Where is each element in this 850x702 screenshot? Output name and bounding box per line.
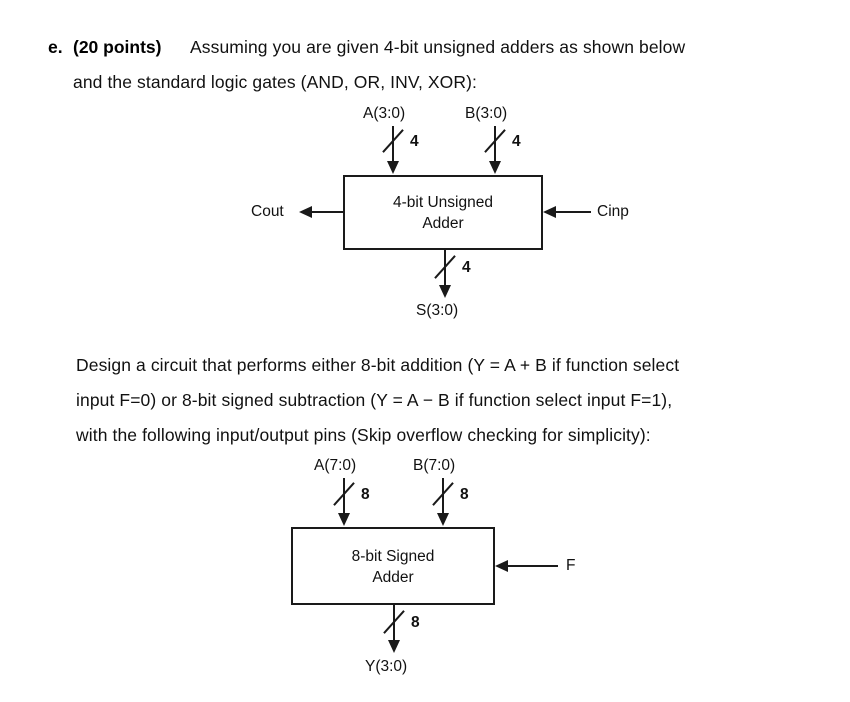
arrow-input-cinp [543,206,556,218]
wire-output-s [444,250,446,287]
pin-label-a-3-0: A(3:0) [363,105,406,122]
wire-input-cinp [556,211,591,213]
paragraph2-line-2: input F=0) or 8-bit signed subtraction (… [76,390,673,410]
bus-width-s: 4 [462,259,471,276]
wire-input-f [508,565,558,567]
arrow-output-y [388,640,400,653]
question-line-2: and the standard logic gates (AND, OR, I… [73,72,478,92]
adder-block-4bit: 4-bit Unsigned Adder [343,175,543,250]
pin-label-cout: Cout [251,203,284,220]
wire-output-y [393,605,395,642]
adder-block-4bit-label-line1: 4-bit Unsigned [393,194,493,211]
pin-label-b-3-0: B(3:0) [465,105,508,122]
bus-width-a: 4 [410,133,419,150]
arrow-output-cout [299,206,312,218]
arrow-output-s [439,285,451,298]
diagram-4bit-unsigned-adder: A(3:0) 4 B(3:0) 4 4-bit Unsigned Adder C… [0,0,850,330]
question-points: (20 points) [73,37,162,57]
bus-width-b: 4 [512,133,521,150]
pin-label-y-3-0: Y(3:0) [365,658,408,675]
adder-block-8bit-label-line1: 8-bit Signed [351,548,435,565]
arrow-input-a8 [338,513,350,526]
arrow-input-b [489,161,501,174]
bus-width-y: 8 [411,614,420,631]
bus-width-b8: 8 [460,486,469,503]
arrow-input-b8 [437,513,449,526]
paragraph2-line-1: Design a circuit that performs either 8-… [76,355,680,375]
bus-width-a8: 8 [361,486,370,503]
pin-label-b-7-0: B(7:0) [413,457,456,474]
adder-block-4bit-label-line2: Adder [422,215,464,232]
paragraph2-line-3: with the following input/output pins (Sk… [76,425,651,445]
wire-input-b8 [442,478,444,515]
question-line-1: Assuming you are given 4-bit unsigned ad… [190,37,686,57]
arrow-input-f [495,560,508,572]
pin-label-s-3-0: S(3:0) [416,302,459,319]
wire-output-cout [312,211,343,213]
pin-label-a-7-0: A(7:0) [314,457,357,474]
adder-block-8bit-label-line2: Adder [372,569,414,586]
question-marker: e. [48,37,63,57]
adder-block-8bit: 8-bit Signed Adder [291,527,495,605]
pin-label-cinp: Cinp [597,203,629,220]
pin-label-f: F [566,557,576,574]
wire-input-b [494,126,496,163]
arrow-input-a [387,161,399,174]
wire-input-a [392,126,394,163]
wire-input-a8 [343,478,345,515]
